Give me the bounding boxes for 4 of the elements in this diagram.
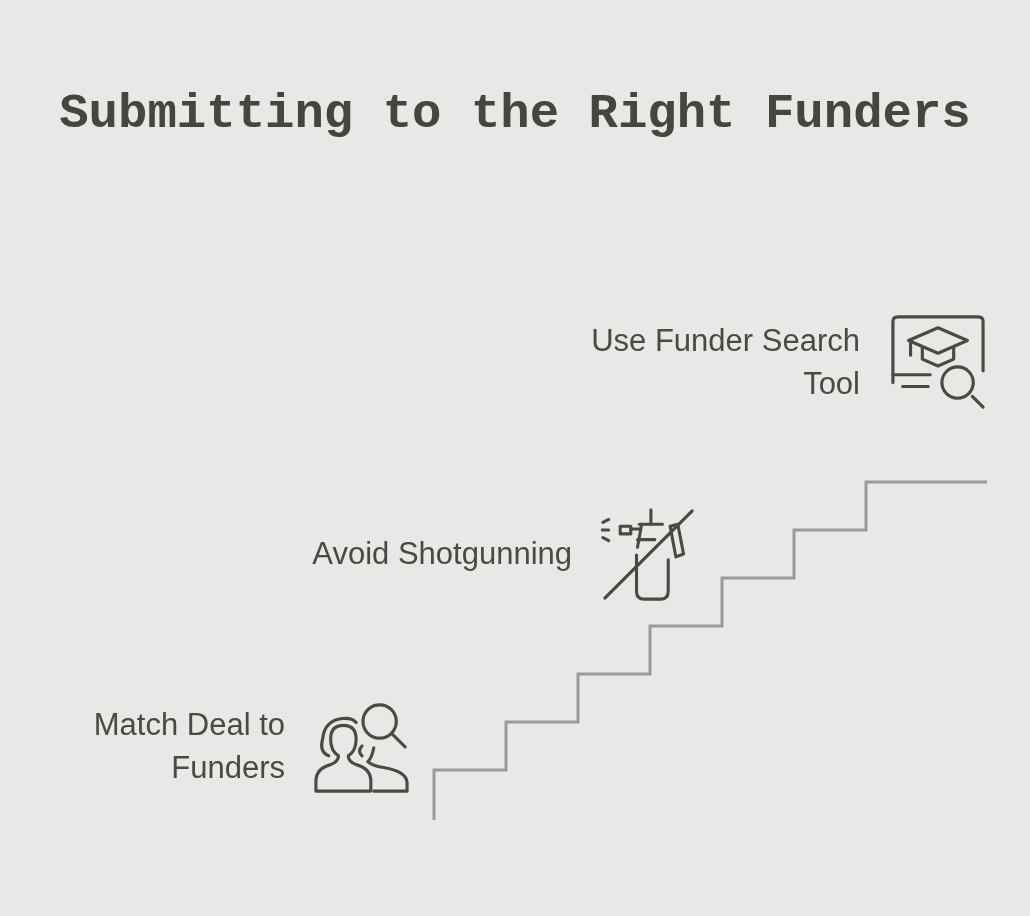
step-label: Avoid Shotgunning: [312, 535, 572, 573]
step-label: Use Funder Search Tool: [590, 322, 860, 403]
title: Submitting to the Right Funders: [58, 85, 972, 144]
step-label: Match Deal to Funders: [92, 706, 285, 787]
